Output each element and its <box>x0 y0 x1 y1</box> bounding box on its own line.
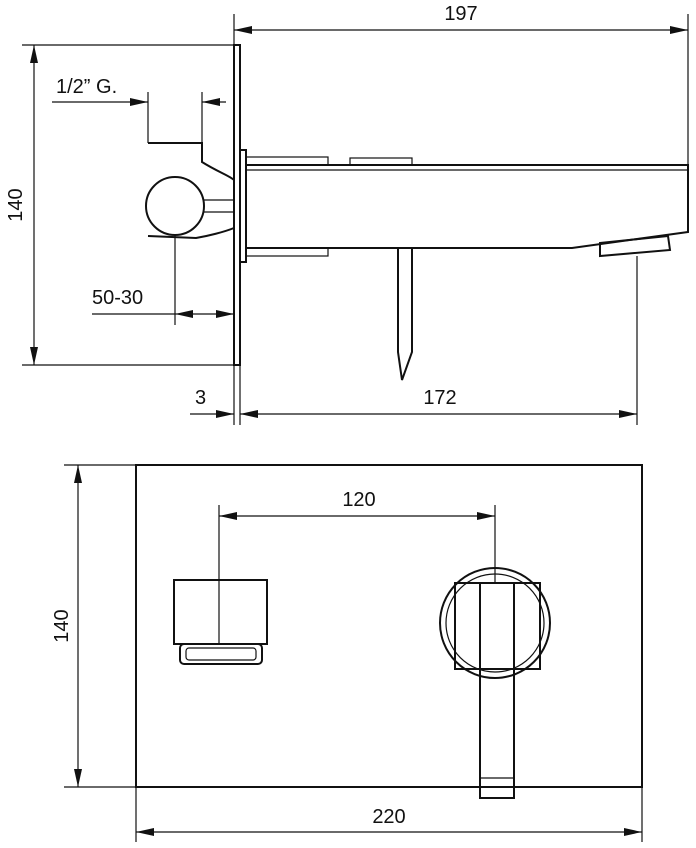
arrow <box>74 465 82 483</box>
dimension-label-120: 120 <box>342 489 375 511</box>
arrow <box>136 828 154 836</box>
aerator-ring <box>179 643 263 665</box>
dimension-label-thread: 1/2” G. <box>56 76 117 98</box>
aerator-outlet <box>599 234 672 258</box>
arrow <box>202 98 220 106</box>
front-view: 120 140 220 <box>51 464 643 842</box>
lever-handle <box>397 247 413 381</box>
arrow <box>624 828 642 836</box>
inlet-connector <box>145 176 205 236</box>
arrow <box>216 410 234 418</box>
mixer-body <box>147 142 235 240</box>
mixer-rosette <box>439 567 551 679</box>
arrow <box>619 410 637 418</box>
dimension-label-140-side: 140 <box>5 188 27 221</box>
dimension-label-140-front: 140 <box>51 609 73 642</box>
spout-underside <box>245 247 329 257</box>
dimension-label-172: 172 <box>423 387 456 409</box>
lever-handle-front <box>479 582 515 799</box>
arrow <box>216 310 234 318</box>
arrow <box>175 310 193 318</box>
side-view: 197 140 1/2” G. 50-30 3 172 <box>5 3 689 425</box>
dimension-label-220: 220 <box>372 806 405 828</box>
arrow <box>74 769 82 787</box>
arrow <box>30 45 38 63</box>
spout-top-ridge <box>349 157 413 166</box>
arrow <box>234 26 252 34</box>
spout-body <box>246 164 689 249</box>
arrow <box>240 410 258 418</box>
dimension-label-197: 197 <box>444 3 477 25</box>
mounting-collar <box>239 149 247 263</box>
arrow <box>130 98 148 106</box>
arrow <box>670 26 688 34</box>
dimension-label-plate: 3 <box>195 387 206 409</box>
front-plate <box>135 464 643 788</box>
spout-face <box>173 579 268 645</box>
spout-top-ridge <box>245 156 329 166</box>
arrow <box>219 512 237 520</box>
dimension-label-depth: 50-30 <box>92 287 143 309</box>
arrow <box>477 512 495 520</box>
arrow <box>30 347 38 365</box>
lever-body <box>454 582 541 670</box>
